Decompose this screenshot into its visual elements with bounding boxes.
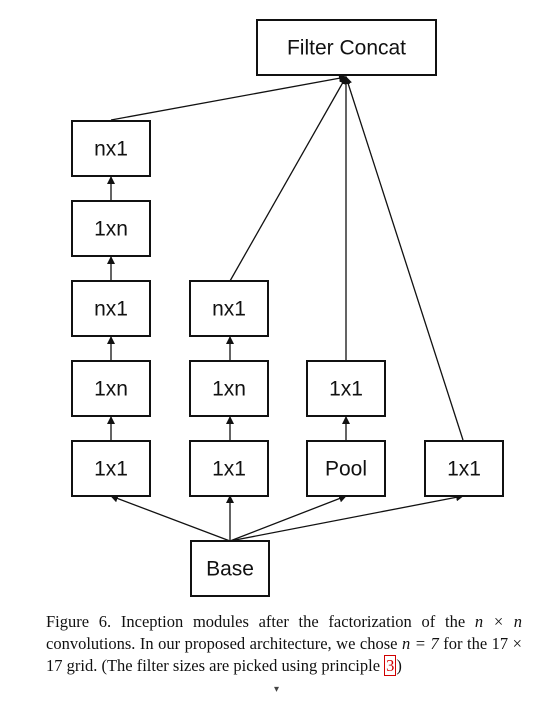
caption-text-1: Inception modules after the factorizatio… [111, 612, 475, 631]
node-b1-1xn-low-label: 1xn [94, 378, 128, 401]
node-b1-nx1-mid-label: nx1 [94, 298, 128, 321]
node-base-label: Base [206, 558, 254, 581]
edge-base-to-b4-1x1 [229, 493, 464, 542]
node-filter-concat: Filter Concat [256, 19, 437, 76]
node-b3-pool: Pool [306, 440, 386, 497]
node-b1-1x1-label: 1x1 [94, 458, 128, 481]
node-b2-nx1-label: nx1 [212, 298, 246, 321]
caption-math-n7: n = 7 [402, 634, 439, 653]
node-b1-1xn-low: 1xn [71, 360, 151, 417]
node-b4-1x1: 1x1 [424, 440, 504, 497]
caption-math-nxn: n × n [474, 612, 522, 631]
node-b1-1xn-top: 1xn [71, 200, 151, 257]
edge-b1-to-concat [110, 74, 347, 121]
node-filter-concat-label: Filter Concat [287, 37, 406, 60]
node-b2-1x1: 1x1 [189, 440, 269, 497]
edge-base-to-pool [229, 494, 347, 542]
node-b3-pool-label: Pool [325, 458, 367, 481]
edge-b2-to-concat [229, 76, 347, 282]
node-b3-1x1-label: 1x1 [329, 378, 363, 401]
node-b1-nx1-mid: nx1 [71, 280, 151, 337]
caption-text-4: grid. (The filter sizes are picked using… [62, 656, 385, 675]
caption-text-3: for the [438, 634, 492, 653]
caption-text-2: convolutions. In our proposed architectu… [46, 634, 403, 653]
node-b1-nx1-top-label: nx1 [94, 138, 128, 161]
node-b4-1x1-label: 1x1 [447, 458, 481, 481]
node-b1-nx1-top: nx1 [71, 120, 151, 177]
caption-math-17: 17 × 17 [46, 634, 522, 675]
caption-citation-link[interactable]: 3 [384, 655, 397, 676]
node-base: Base [190, 540, 270, 597]
node-b1-1x1: 1x1 [71, 440, 151, 497]
caption-figure-label: Figure 6. [46, 612, 112, 631]
edge-base-to-b1-1x1 [110, 494, 231, 542]
edge-b4-to-concat [344, 76, 464, 441]
footer-mark: ▾ [274, 684, 280, 695]
edges [107, 74, 464, 542]
node-b1-1xn-top-label: 1xn [94, 218, 128, 241]
node-b2-1xn: 1xn [189, 360, 269, 417]
caption-text-5: ) [396, 656, 402, 675]
figure-caption: Figure 6. Inception modules after the fa… [46, 611, 522, 677]
node-b3-1x1: 1x1 [306, 360, 386, 417]
node-b2-nx1: nx1 [189, 280, 269, 337]
node-b2-1xn-label: 1xn [212, 378, 246, 401]
node-b2-1x1-label: 1x1 [212, 458, 246, 481]
